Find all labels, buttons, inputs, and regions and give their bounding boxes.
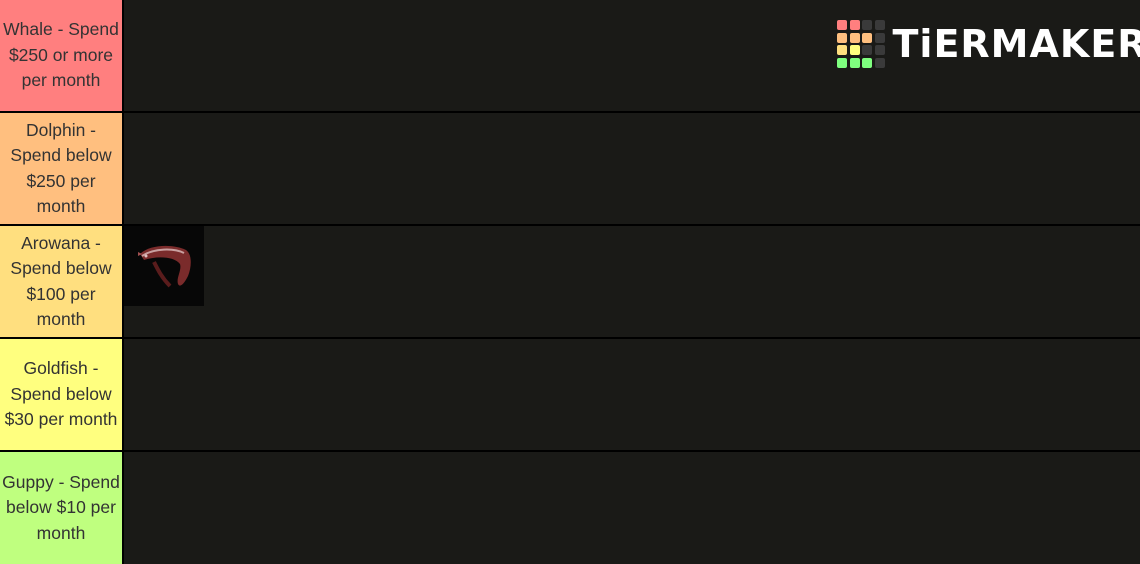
tier-label-goldfish[interactable]: Goldfish - Spend below $30 per month xyxy=(0,339,124,450)
tier-label-whale[interactable]: Whale - Spend $250 or more per month xyxy=(0,0,124,111)
logo-grid-cell xyxy=(837,45,847,56)
arowana-fish-image xyxy=(124,226,204,306)
logo-grid-cell xyxy=(874,20,885,31)
tier-items-goldfish[interactable] xyxy=(124,339,1140,450)
tiermaker-grid-icon xyxy=(837,20,885,68)
logo-grid-cell xyxy=(849,45,860,56)
logo-grid-cell xyxy=(837,20,847,31)
logo-grid-cell xyxy=(874,45,885,56)
tier-items-guppy[interactable] xyxy=(124,452,1140,564)
logo-grid-cell xyxy=(849,57,860,68)
logo-grid-cell xyxy=(837,57,847,68)
logo-grid-cell xyxy=(862,45,872,56)
logo-grid-cell xyxy=(874,32,885,43)
logo-grid-cell xyxy=(862,20,872,31)
tiermaker-logo: TiERMAKER xyxy=(837,20,1140,68)
logo-grid-cell xyxy=(849,32,860,43)
tier-items-whale[interactable] xyxy=(124,0,1140,111)
tier-label-arowana[interactable]: Arowana - Spend below $100 per month xyxy=(0,226,124,337)
logo-grid-cell xyxy=(874,57,885,68)
logo-grid-cell xyxy=(862,32,872,43)
tier-row-whale: Whale - Spend $250 or more per month xyxy=(0,0,1140,111)
tier-row-dolphin: Dolphin - Spend below $250 per month xyxy=(0,113,1140,224)
tiermaker-wordmark: TiERMAKER xyxy=(892,22,1140,66)
tier-row-goldfish: Goldfish - Spend below $30 per month xyxy=(0,339,1140,450)
tier-row-arowana: Arowana - Spend below $100 per month xyxy=(0,226,1140,337)
tier-items-dolphin[interactable] xyxy=(124,113,1140,224)
logo-grid-cell xyxy=(849,20,860,31)
tier-label-guppy[interactable]: Guppy - Spend below $10 per month xyxy=(0,452,124,564)
arowana-fish-item[interactable] xyxy=(124,226,204,306)
tier-items-arowana[interactable] xyxy=(124,226,1140,337)
logo-grid-cell xyxy=(837,32,847,43)
logo-grid-cell xyxy=(862,57,872,68)
tier-row-guppy: Guppy - Spend below $10 per month xyxy=(0,452,1140,564)
tier-label-dolphin[interactable]: Dolphin - Spend below $250 per month xyxy=(0,113,124,224)
